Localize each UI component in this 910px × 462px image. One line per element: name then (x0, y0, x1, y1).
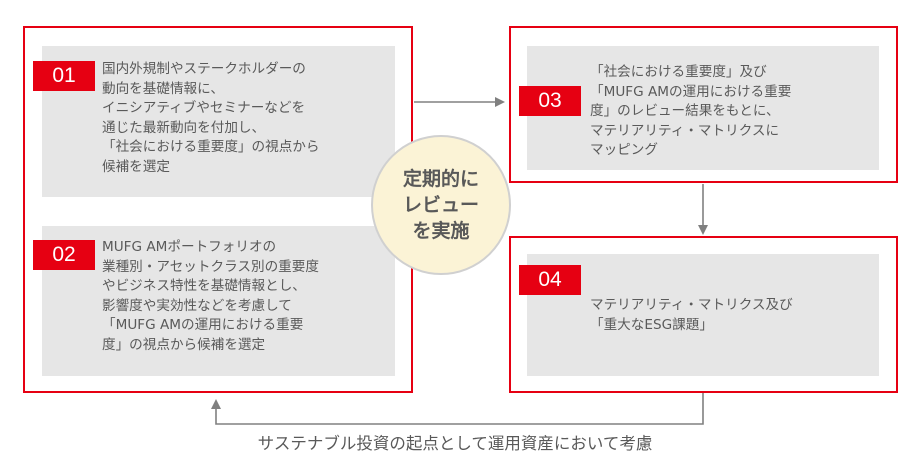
step-03-line: マッピング (590, 142, 658, 158)
step-01-panel (42, 46, 395, 197)
step-04-panel (527, 254, 879, 376)
periodic-review-circle: 定期的に レビュー を実施 (371, 135, 511, 275)
step-01-line: 候補を選定 (102, 158, 170, 175)
step-04-line: マテリアリティ・マトリクス及び (590, 297, 793, 313)
step-04-text: マテリアリティ・マトリクス及び 「重大なESG課題」 (590, 296, 793, 335)
step-03-panel (527, 46, 879, 170)
step-01-line: 「社会における重要度」の視点から (102, 139, 320, 155)
step-02-badge: 02 (33, 240, 95, 270)
step-04-line: 「重大なESG課題」 (590, 316, 713, 333)
step-02-line: 度」の視点から候補を選定 (102, 336, 266, 353)
step-01-text: 国内外規制やステークホルダーの 動向を基礎情報に、 イニシアティブやセミナーなど… (102, 60, 320, 177)
step-01-line: イニシアティブやセミナーなどを (102, 100, 306, 116)
step-01-line: 動向を基礎情報に、 (102, 80, 224, 97)
step-04-badge: 04 (519, 265, 581, 295)
step-02-line: MUFG AMポートフォリオの (102, 239, 277, 255)
footer-caption: サステナブル投資の起点として運用資産において考慮 (257, 434, 653, 453)
arrow-feedback-loop (211, 392, 704, 425)
step-03-line: 度」のレビュー結果をもとに、 (590, 103, 780, 119)
step-03-line: マテリアリティ・マトリクスに (590, 122, 780, 139)
center-line: レビュー (402, 194, 479, 216)
center-line: 定期的に (402, 168, 479, 190)
step-02-text: MUFG AMポートフォリオの 業種別・アセットクラス別の重要度 やビジネス特性… (102, 238, 319, 355)
step-01-line: 国内外規制やステークホルダーの (102, 61, 306, 77)
step-02-line: やビジネス特性を基礎情報とし、 (102, 278, 306, 294)
step-02-line: 影響度や実効性などを考慮して (102, 297, 292, 314)
step-03-line: 「社会における重要度」及び (590, 64, 767, 80)
center-line: を実施 (412, 220, 470, 242)
step-02-panel (42, 226, 395, 376)
step-02-line: 「MUFG AMの運用における重要 (102, 317, 304, 333)
step-03-line: 「MUFG AMの運用における重要 (590, 83, 792, 100)
step-03-text: 「社会における重要度」及び 「MUFG AMの運用における重要 度」のレビュー結… (590, 63, 791, 161)
step-01-badge: 01 (33, 61, 95, 91)
step-01-line: 通じた最新動向を付加し、 (102, 119, 266, 136)
step-03-badge: 03 (519, 86, 581, 116)
step-02-line: 業種別・アセットクラス別の重要度 (102, 258, 319, 275)
